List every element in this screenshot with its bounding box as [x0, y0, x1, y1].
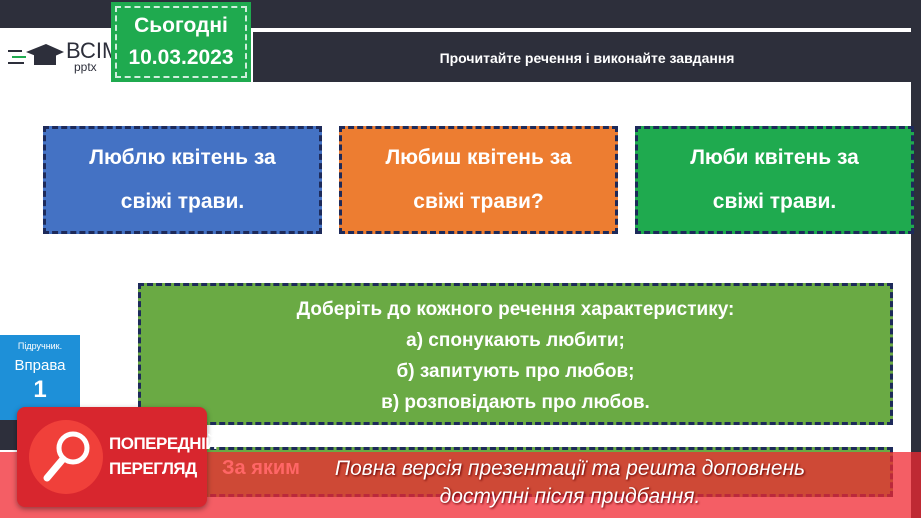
exercise-number: 1 — [33, 376, 47, 403]
exercise-book: Підручник. — [17, 341, 63, 351]
date-value: 10.03.2023 — [128, 46, 234, 69]
sentence-card-3: Люби квітень за свіжі трави. — [635, 126, 914, 234]
notice-line2: доступні після придбання. — [439, 485, 701, 508]
task-option-c: в) розповідають про любов. — [381, 392, 650, 413]
card-line: Любиш квітень за — [385, 146, 572, 169]
exercise-badge: Підручник. Вправа 1 — [0, 335, 80, 420]
exercise-label: Вправа — [14, 357, 66, 374]
graduation-cap-icon — [8, 44, 64, 65]
card-line: Люблю квітень за — [89, 146, 276, 169]
right-band — [911, 0, 921, 518]
date-label: Сьогодні — [134, 14, 228, 37]
notice-line1: Повна версія презентації та решта доповн… — [334, 457, 806, 480]
card-line: свіжі трави? — [413, 190, 544, 213]
sentence-card-2: Любиш квітень за свіжі трави? — [339, 126, 618, 234]
date-badge: Сьогодні 10.03.2023 — [111, 2, 251, 82]
magnifier-icon — [29, 420, 103, 494]
card-line: Люби квітень за — [690, 146, 859, 169]
logo-brand: ВСІМ — [66, 38, 121, 63]
task-option-a: а) спонукають любити; — [406, 330, 625, 351]
purchase-notice: Повна версія презентації та решта доповн… — [200, 455, 921, 511]
slide-header: Прочитайте речення і виконайте завдання — [253, 32, 921, 82]
card-line: свіжі трави. — [712, 190, 837, 213]
task-option-b: б) запитують про любов; — [396, 361, 635, 382]
task-box: Доберіть до кожного речення характеристи… — [138, 283, 893, 425]
preview-line1: ПОПЕРЕДНІЙ — [109, 434, 218, 453]
sentence-card-1: Люблю квітень за свіжі трави. — [43, 126, 322, 234]
logo-sub: pptx — [74, 60, 97, 74]
card-line: свіжі трави. — [120, 190, 245, 213]
task-title: Доберіть до кожного речення характеристи… — [296, 299, 735, 320]
preview-badge: ПОПЕРЕДНІЙ ПЕРЕГЛЯД — [17, 407, 218, 507]
question-text: За яким — [222, 457, 300, 479]
preview-line2: ПЕРЕГЛЯД — [109, 459, 197, 478]
logo: ВСІМ pptx — [8, 36, 120, 76]
